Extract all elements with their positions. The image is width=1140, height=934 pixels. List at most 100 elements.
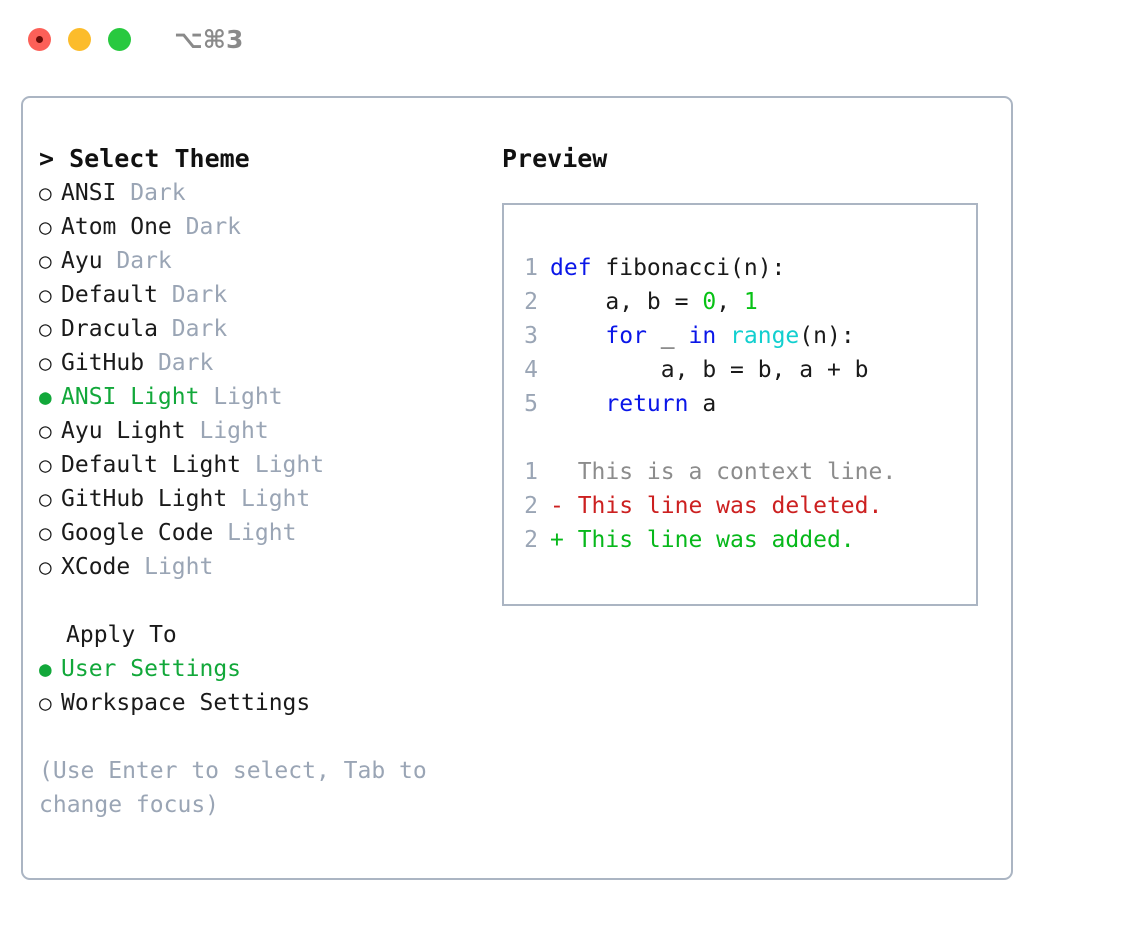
apply-to-option-0[interactable]: ● User Settings — [39, 652, 489, 686]
code-token: range — [730, 323, 800, 349]
preview-heading: Preview — [502, 144, 608, 173]
line-number: 2 — [524, 289, 538, 315]
line-number: 2 — [524, 527, 538, 553]
radio-unselected-icon: ○ — [39, 317, 52, 341]
apply-to-section: Apply To ● User Settings ○ Workspace Settin… — [39, 618, 489, 720]
option-label: Ayu — [61, 248, 103, 274]
theme-option-0[interactable]: ○ ANSI Dark — [39, 176, 489, 210]
radio-unselected-icon: ○ — [39, 249, 52, 273]
apply-to-heading: Apply To — [66, 622, 177, 648]
maximize-window-button[interactable] — [108, 27, 131, 51]
code-text: def fibonacci(n): — [550, 251, 785, 285]
theme-option-1[interactable]: ○ Atom One Dark — [39, 210, 489, 244]
theme-option-8[interactable]: ○Default Light Light — [39, 448, 489, 482]
theme-option-11[interactable]: ○ XCode Light — [39, 550, 489, 584]
theme-selection-column: > Select Theme ○ANSI Dark○Atom One Dark○… — [39, 142, 489, 822]
radio-unselected-icon: ○ — [39, 215, 52, 239]
option-label: Workspace Settings — [61, 690, 311, 716]
theme-option-6[interactable]: ● ANSI Light Light — [39, 380, 489, 414]
keyboard-hint-text: (Use Enter to select, Tab to change focu… — [39, 758, 441, 818]
radio-selected-icon: ● — [39, 385, 52, 409]
option-label: GitHub — [61, 350, 145, 376]
option-label: Dracula — [61, 316, 158, 342]
code-token — [716, 323, 730, 349]
option-kind-label: Light — [130, 554, 214, 580]
code-token: def — [550, 255, 592, 281]
code-line-1: 1 def fibonacci(n): — [504, 251, 976, 285]
diff-text: + This line was added. — [550, 527, 855, 553]
code-token: _ — [646, 323, 689, 349]
code-token: , — [716, 289, 744, 315]
option-kind-label: Light — [199, 384, 283, 410]
radio-unselected-icon: ○ — [39, 283, 52, 307]
code-token: in — [688, 323, 717, 349]
close-window-button[interactable] — [28, 27, 51, 51]
apply-to-option-1[interactable]: ○ Workspace Settings — [39, 686, 489, 720]
option-kind-label: Light — [227, 486, 311, 512]
radio-unselected-icon: ○ — [39, 453, 52, 477]
theme-option-10[interactable]: ○Google Code Light — [39, 516, 489, 550]
option-kind-label: Dark — [144, 350, 214, 376]
code-token: a, b = b, a + b — [550, 357, 869, 383]
theme-option-4[interactable]: ○Dracula Dark — [39, 312, 489, 346]
line-number: 2 — [524, 493, 538, 519]
code-token: for — [605, 323, 647, 349]
code-token: (n): — [799, 323, 855, 349]
code-token: fibonacci(n): — [591, 255, 786, 281]
option-kind-label: Dark — [102, 248, 172, 274]
option-kind-label: Dark — [171, 214, 242, 240]
radio-unselected-icon: ○ — [39, 691, 52, 715]
option-kind-label: Light — [241, 452, 325, 478]
radio-unselected-icon: ○ — [39, 181, 52, 205]
select-theme-heading: > Select Theme — [39, 144, 250, 173]
option-label: Ayu Light — [61, 418, 186, 444]
line-number: 4 — [524, 357, 538, 383]
diff-sample-block: 1 This is a context line.2- This line wa… — [504, 455, 976, 557]
title-bar: ⌥⌘3 — [0, 0, 1140, 78]
option-label: GitHub Light — [61, 486, 228, 512]
code-text: return a — [550, 387, 716, 421]
code-token — [550, 391, 605, 417]
theme-option-5[interactable]: ○ GitHub Dark — [39, 346, 489, 380]
code-token — [550, 323, 605, 349]
radio-unselected-icon: ○ — [39, 555, 52, 579]
option-label: User Settings — [61, 656, 242, 682]
option-kind-label: Dark — [157, 282, 228, 308]
radio-selected-icon: ● — [39, 657, 52, 681]
code-token: 1 — [743, 289, 758, 315]
option-kind-label: Dark — [116, 180, 186, 206]
line-number: 3 — [524, 323, 538, 349]
radio-unselected-icon: ○ — [39, 419, 52, 443]
record-indicator-icon — [36, 35, 43, 43]
option-kind-label: Light — [185, 418, 269, 444]
line-number: 1 — [524, 255, 538, 281]
theme-option-3[interactable]: ○ Default Dark — [39, 278, 489, 312]
theme-option-7[interactable]: ○ Ayu Light Light — [39, 414, 489, 448]
option-label: Atom One — [61, 214, 172, 240]
code-line-2: 2 a, b = 0, 1 — [504, 285, 976, 319]
code-line-5: 5 return a — [504, 387, 976, 421]
option-kind-label: Light — [213, 520, 297, 546]
code-token: a, b = — [550, 289, 703, 315]
theme-option-9[interactable]: ○GitHub Light Light — [39, 482, 489, 516]
option-label: ANSI — [61, 180, 117, 206]
code-text: for _ in range(n): — [550, 319, 855, 353]
apply-to-option-list: ● User Settings ○ Workspace Settings — [39, 652, 489, 720]
code-text: a, b = 0, 1 — [550, 285, 758, 319]
code-token: 0 — [702, 289, 717, 315]
option-label: Default — [61, 282, 158, 308]
theme-option-2[interactable]: ○ Ayu Dark — [39, 244, 489, 278]
preview-spacer — [504, 421, 976, 455]
diff-text: - This line was deleted. — [550, 493, 883, 519]
code-line-3: 3 for _ in range(n): — [504, 319, 976, 353]
code-line-4: 4 a, b = b, a + b — [504, 353, 976, 387]
option-label: XCode — [61, 554, 131, 580]
radio-unselected-icon: ○ — [39, 351, 52, 375]
minimize-window-button[interactable] — [68, 27, 91, 51]
titlebar-shortcut-label: ⌥⌘3 — [174, 24, 244, 54]
option-label: ANSI Light — [61, 384, 200, 410]
